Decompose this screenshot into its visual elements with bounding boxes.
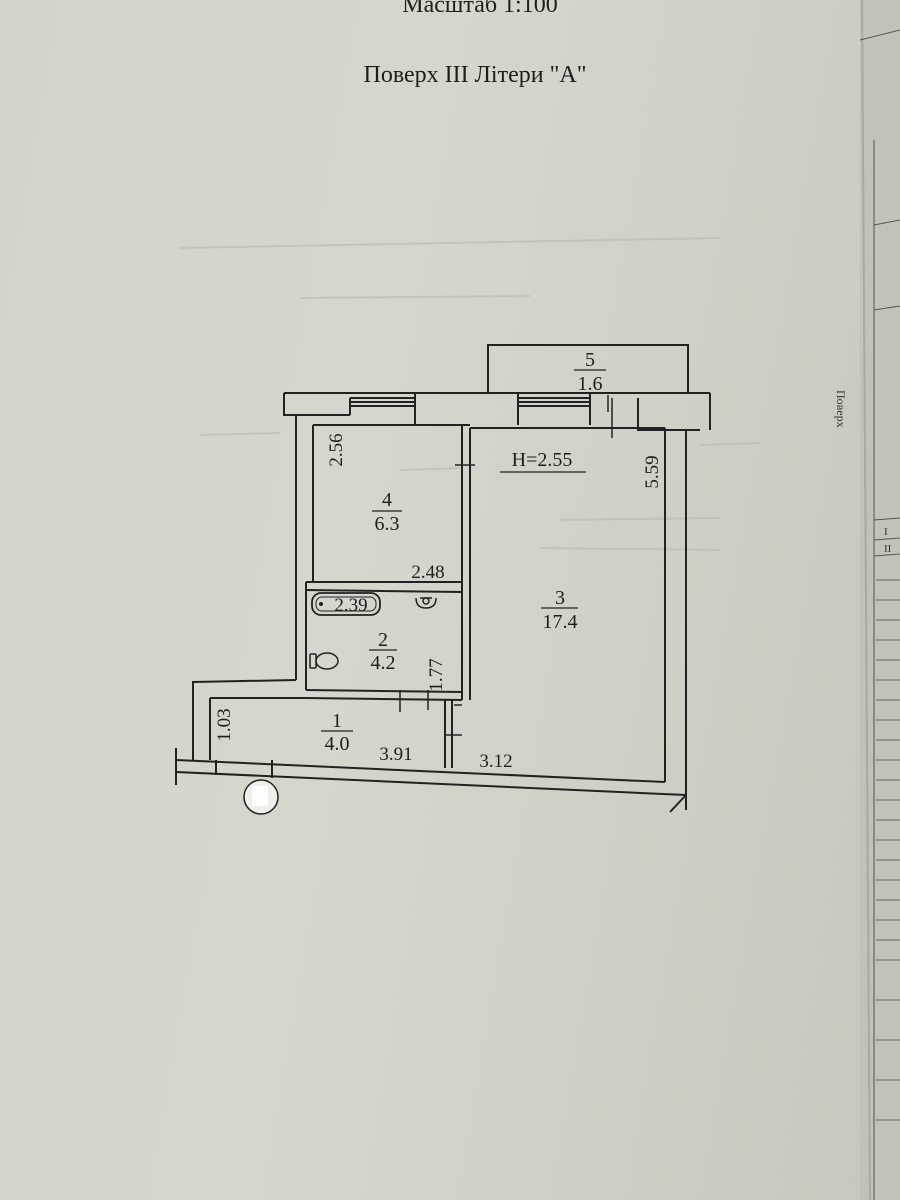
dimension-room4-height: 2.56 [326,433,347,466]
room-3-area: 17.4 [543,611,578,633]
walls [175,344,711,813]
dimension-room3-height: 5.59 [642,455,663,488]
sink-icon [415,597,437,609]
ceiling-height-label: Н=2.55 [512,449,573,471]
bathtub-icon [311,592,381,616]
floor-title: Поверх III Літери "А" [363,62,587,88]
room-4-area: 6.3 [375,513,400,535]
bleed-through-text [179,237,761,551]
room-1-area: 4.0 [325,733,350,755]
dimension-bath-length: 2.39 [334,595,367,616]
room-3-number: 3 [555,587,565,609]
scale-label: Масштаб 1:100 [402,0,558,18]
room-1-number: 1 [332,710,342,732]
toilet-icon [309,652,339,670]
adjacent-page-mark-1: І [884,526,888,538]
room-2-number: 2 [378,629,388,651]
room-5-area: 1.6 [578,373,603,395]
adjacent-page-edge: І ІІ [860,0,900,1200]
room-label-bars [321,369,606,732]
room-2-area: 4.2 [371,652,396,674]
room-4-number: 4 [382,489,392,511]
adjacent-page-label: Поверх [834,390,849,428]
entrance-marker-icon [243,779,279,815]
room-5-number: 5 [585,349,595,371]
dimension-room1-width: 3.91 [379,744,412,765]
dimension-room1-height: 1.03 [214,708,235,741]
dimension-room2-height: 1.77 [426,658,447,691]
dimension-room4-width: 2.48 [411,562,444,583]
adjacent-page-mark-2: ІІ [884,543,892,555]
dimension-room3-width: 3.12 [479,751,512,772]
